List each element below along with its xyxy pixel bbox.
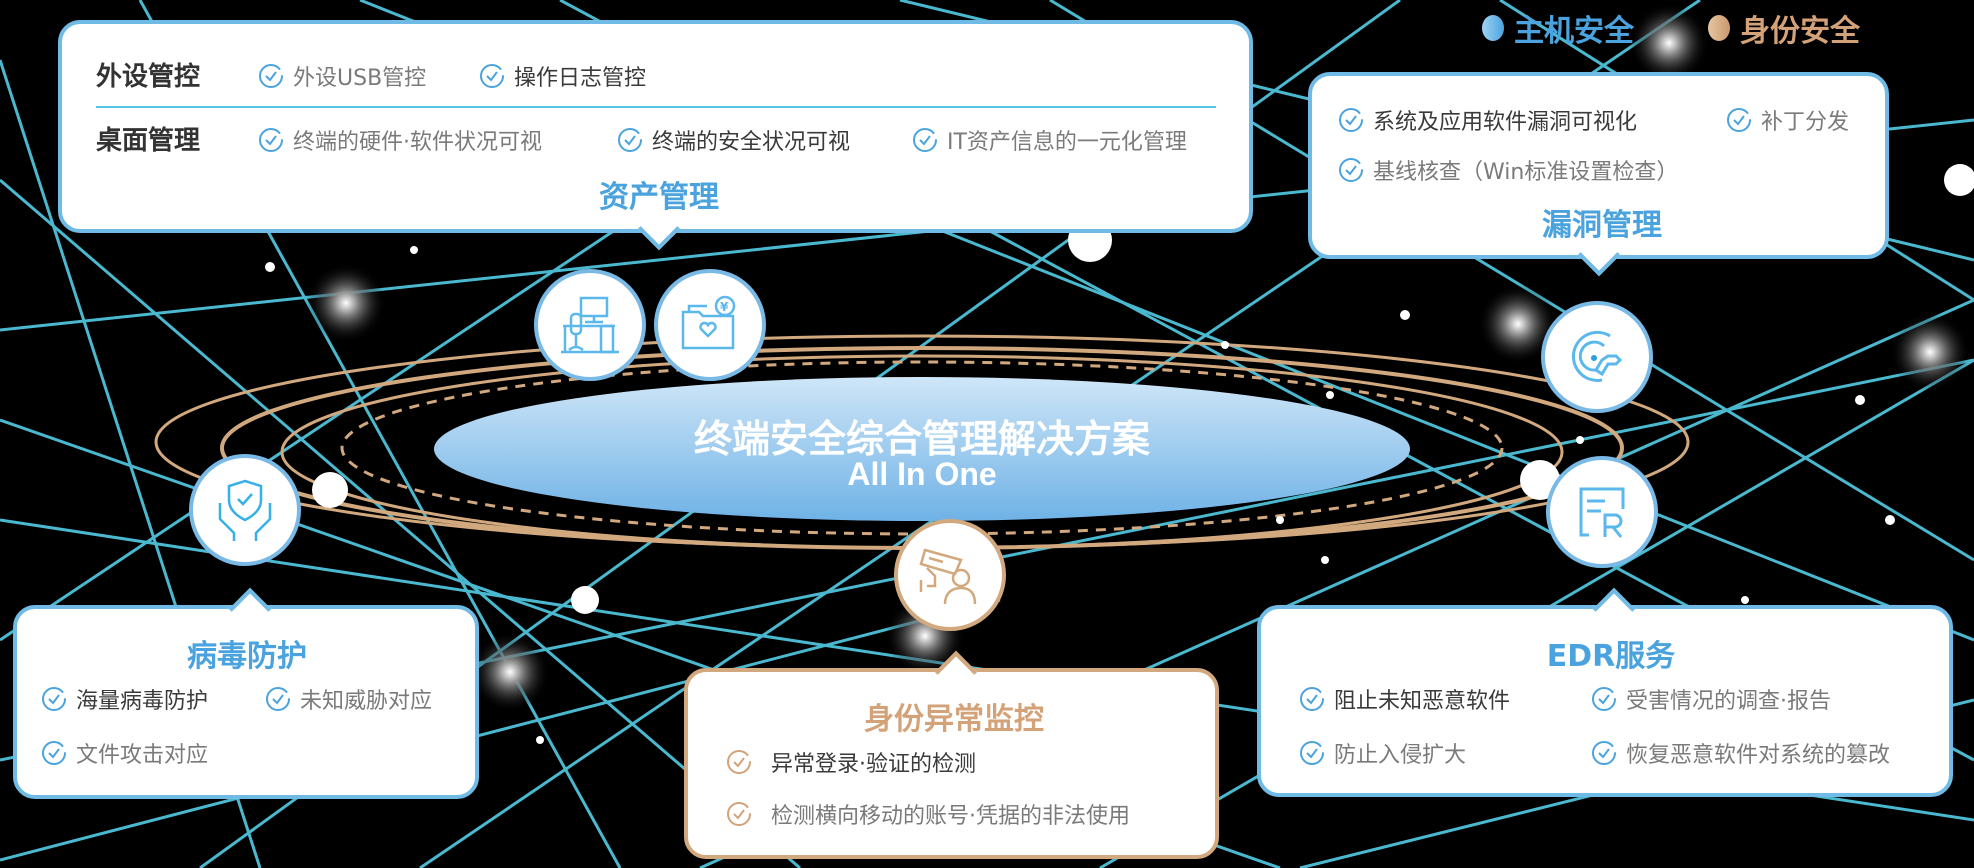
feature-item: IT资产信息的一元化管理 (912, 124, 1187, 156)
check-circle-icon (913, 128, 937, 152)
check-circle-icon (1339, 158, 1363, 182)
edr-icon (1546, 456, 1658, 568)
legend-label: 主机安全 (1514, 14, 1634, 49)
check-circle-icon (727, 802, 751, 826)
check-circle-icon (1592, 741, 1616, 765)
desk-computer-icon (534, 269, 646, 381)
feature-item: 文件攻击对应 (41, 737, 208, 769)
center-title: 终端安全综合管理解决方案 (693, 417, 1151, 461)
card-title: 漏洞管理 (1542, 208, 1662, 243)
vulnerability-management-card: 系统及应用软件漏洞可视化 补丁分发 基线核查（Win标准设置检查） 漏洞管理 (1308, 72, 1889, 277)
feature-item: 防止入侵扩大 (1299, 737, 1466, 769)
row-label-peripheral-control: 外设管控 (96, 62, 201, 92)
shield-hands-icon (189, 454, 301, 566)
check-circle-icon (42, 741, 66, 765)
feature-item: 异常登录·验证的检测 (726, 746, 976, 778)
check-circle-icon (480, 64, 504, 88)
row-divider (96, 106, 1216, 108)
feature-item: 基线核查（Win标准设置检查） (1338, 154, 1678, 186)
check-circle-icon (618, 128, 642, 152)
feature-item: 恢复恶意软件对系统的篡改 (1591, 737, 1890, 769)
check-circle-icon (42, 687, 66, 711)
blue-dot-icon (1482, 15, 1504, 41)
check-circle-icon (727, 750, 751, 774)
feature-item: 受害情况的调查·报告 (1591, 683, 1831, 715)
orange-dot-icon (1708, 15, 1730, 41)
feature-item: 操作日志管控 (479, 60, 646, 92)
feature-item: 阻止未知恶意软件 (1299, 683, 1510, 715)
card-title: EDR服务 (1546, 639, 1676, 674)
feature-item: 补丁分发 (1726, 104, 1849, 136)
check-circle-icon (1300, 741, 1324, 765)
feature-item: 系统及应用软件漏洞可视化 (1338, 104, 1637, 136)
feature-item: 终端的硬件·软件状况可视 (258, 124, 542, 156)
card-title: 资产管理 (599, 180, 719, 215)
camera-person-icon (894, 519, 1006, 631)
feature-item: 未知威胁对应 (265, 683, 432, 715)
feature-item: 检测横向移动的账号·凭据的非法使用 (726, 798, 1130, 830)
folder-heart-yen-icon: ¥ (654, 269, 766, 381)
check-circle-icon (266, 687, 290, 711)
feature-item: 外设USB管控 (258, 60, 426, 92)
identity-monitoring-card: 身份异常监控 异常登录·验证的检测 检测横向移动的账号·凭据的非法使用 (684, 650, 1219, 859)
asset-management-card: 外设管控 外设USB管控 操作日志管控 桌面管理 终端的硬件·软件状况可视 终端… (58, 20, 1253, 251)
center-subtitle: All In One (847, 456, 997, 492)
card-title: 身份异常监控 (864, 702, 1044, 737)
check-circle-icon (1339, 108, 1363, 132)
legend-identity-security: 身份安全 (1708, 6, 1860, 50)
legend-label: 身份安全 (1740, 14, 1860, 49)
radar-wrench-icon (1541, 301, 1653, 413)
virus-protection-card: 病毒防护 海量病毒防护 未知威胁对应 文件攻击对应 (13, 587, 479, 799)
card-title: 病毒防护 (187, 639, 307, 674)
check-circle-icon (1592, 687, 1616, 711)
feature-item: 海量病毒防护 (41, 683, 208, 715)
check-circle-icon (1300, 687, 1324, 711)
edr-service-card: EDR服务 阻止未知恶意软件 受害情况的调查·报告 防止入侵扩大 恢复恶意软件对… (1257, 587, 1953, 797)
check-circle-icon (1727, 108, 1751, 132)
check-circle-icon (259, 64, 283, 88)
legend-host-security: 主机安全 (1482, 6, 1634, 50)
feature-item: 终端的安全状况可视 (617, 124, 850, 156)
row-label-desktop-management: 桌面管理 (96, 126, 201, 156)
svg-text:¥: ¥ (720, 300, 729, 314)
check-circle-icon (259, 128, 283, 152)
